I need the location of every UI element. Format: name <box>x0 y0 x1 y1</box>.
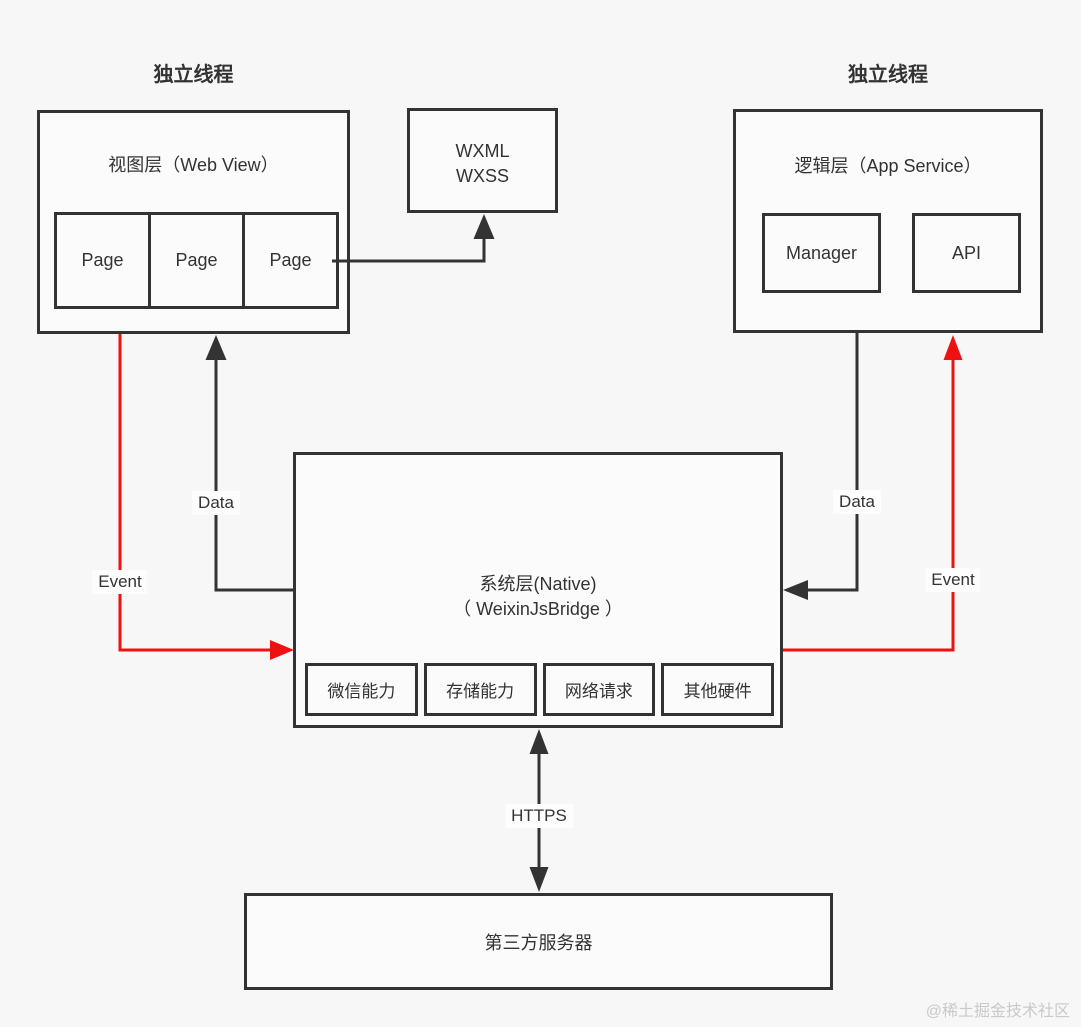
native-title-line1: 系统层(Native) <box>479 574 597 594</box>
thread-label-right: 独立线程 <box>848 64 928 86</box>
page-to-wxml-arrow <box>332 214 495 263</box>
native-layer-box: 系统层(Native) （ WeixinJsBridge ） 微信能力 存储能力… <box>293 452 783 728</box>
edge-label-event-left: Event <box>92 570 148 594</box>
watermark: @稀土掘金技术社区 <box>925 1003 1070 1020</box>
api-box: API <box>912 213 1021 293</box>
page-box: Page <box>242 212 339 309</box>
wxml-wxss-box: WXML WXSS <box>407 108 558 213</box>
page-box: Page <box>148 212 245 309</box>
edge-label-data-left: Data <box>192 491 240 515</box>
edge-label-https: HTTPS <box>505 804 573 828</box>
edge-label-data-right: Data <box>833 490 881 514</box>
server-box: 第三方服务器 <box>244 893 833 990</box>
capability-box: 网络请求 <box>542 663 656 716</box>
pages-row: Page Page Page <box>54 212 339 309</box>
native-title-line2: （ WeixinJsBridge ） <box>453 599 623 619</box>
wxss-line: WXSS <box>455 166 509 186</box>
capability-box: 存储能力 <box>423 663 537 716</box>
capabilities-row: 微信能力 存储能力 网络请求 其他硬件 <box>305 663 774 716</box>
wxml-wxss-label: WXML WXSS <box>410 139 555 189</box>
manager-box: Manager <box>762 213 881 293</box>
native-to-view-data-arrow <box>205 335 293 592</box>
view-layer-title: 视图层（Web View） <box>108 155 279 175</box>
edge-label-event-right: Event <box>925 568 981 592</box>
logic-layer-box: 逻辑层（App Service） Manager API <box>733 109 1043 333</box>
view-layer-box: 视图层（Web View） Page Page Page <box>37 110 350 334</box>
capability-box: 微信能力 <box>305 663 418 716</box>
capability-box: 其他硬件 <box>661 663 774 716</box>
logic-layer-title: 逻辑层（App Service） <box>794 156 982 176</box>
wxml-line: WXML <box>455 141 510 161</box>
native-layer-title: 系统层(Native) （ WeixinJsBridge ） <box>296 572 780 622</box>
page-box: Page <box>54 212 151 309</box>
thread-label-left: 独立线程 <box>153 64 234 86</box>
logic-to-native-data-arrow <box>783 333 859 600</box>
